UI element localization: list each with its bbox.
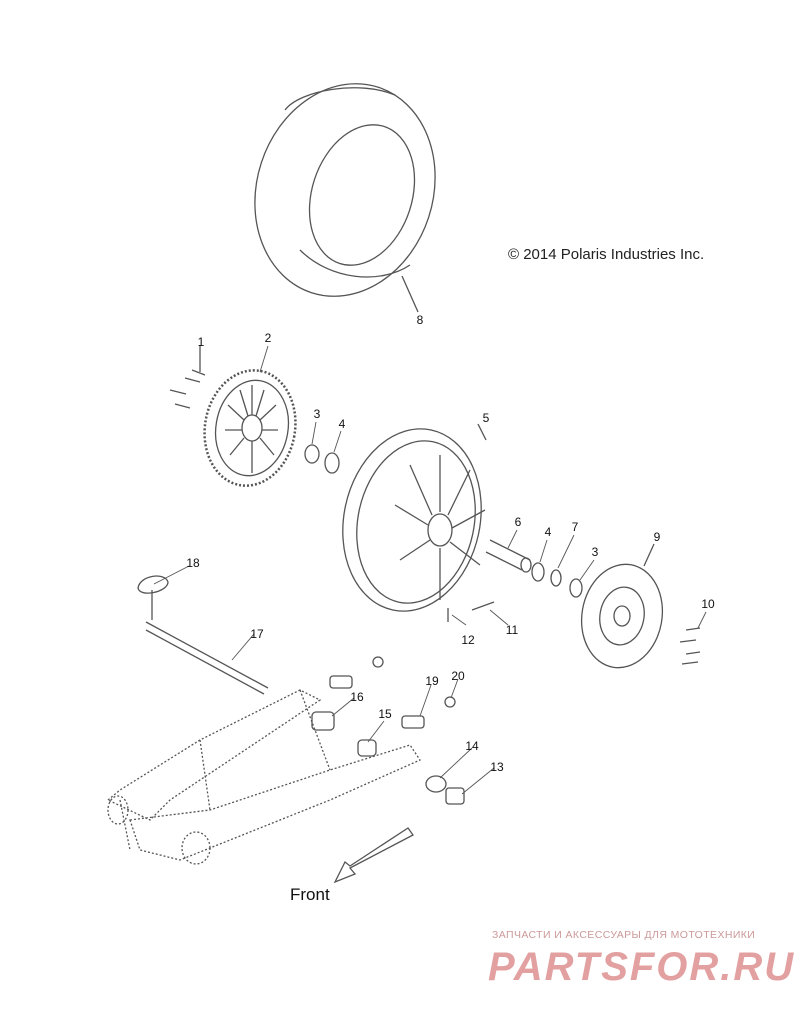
spacer-right-part [531,562,545,582]
callout-5: 5 [482,411,490,425]
callout-2: 2 [264,331,272,345]
callout-6: 6 [514,515,522,529]
callout-17: 17 [250,627,264,641]
spacer-left-part [324,452,340,474]
brake-disc-part [580,543,664,669]
callout-13: 13 [490,760,504,774]
bearing-right-part [569,578,583,598]
callout-18: 18 [186,556,200,570]
nut-13-part [445,787,465,805]
bushing-15-part [357,739,377,757]
callout-16: 16 [350,690,364,704]
callout-12: 12 [461,633,475,647]
callout-11: 11 [505,623,519,637]
bushing-16-part [311,711,335,731]
callout-19: 19 [425,674,439,688]
callout-15: 15 [378,707,392,721]
adjuster-part [137,575,169,620]
callout-3: 3 [313,407,321,421]
swingarm-part [106,689,421,865]
disc-bolts-part [679,627,701,665]
pivot-bolt-left-part [329,675,353,689]
callout-7: 7 [571,520,579,534]
callout-9: 9 [653,530,661,544]
sprocket-part [203,369,297,487]
front-arrow-icon [333,827,414,884]
callout-4b: 4 [544,525,552,539]
nut-left-part [372,656,384,668]
watermark-logo: PARTSFOR.RU [488,945,796,989]
balance-weight-part [471,601,495,611]
wheel-rim-part [342,423,487,612]
nut-right-part [444,696,456,708]
callout-14: 14 [465,739,479,753]
washer-14-part [425,775,447,793]
callout-20: 20 [451,669,465,683]
callout-4: 4 [338,417,346,431]
callout-1: 1 [197,335,205,349]
callout-8: 8 [416,313,424,327]
sprocket-bolts-part [169,345,206,409]
tire-part [254,83,436,313]
front-label: Front [290,885,330,904]
callout-3b: 3 [591,545,599,559]
pivot-bolt-right-part [401,715,425,729]
bearing-left-part [304,444,320,464]
copyright-text: © 2014 Polaris Industries Inc. [508,246,705,263]
watermark-tagline: ЗАПЧАСТИ И АКСЕССУАРЫ ДЛЯ МОТОТЕХНИКИ [492,929,756,941]
wheel-spacer-part [485,539,532,573]
snap-ring-part [550,569,562,587]
callout-10: 10 [701,597,715,611]
rear-axle-part [145,621,269,695]
